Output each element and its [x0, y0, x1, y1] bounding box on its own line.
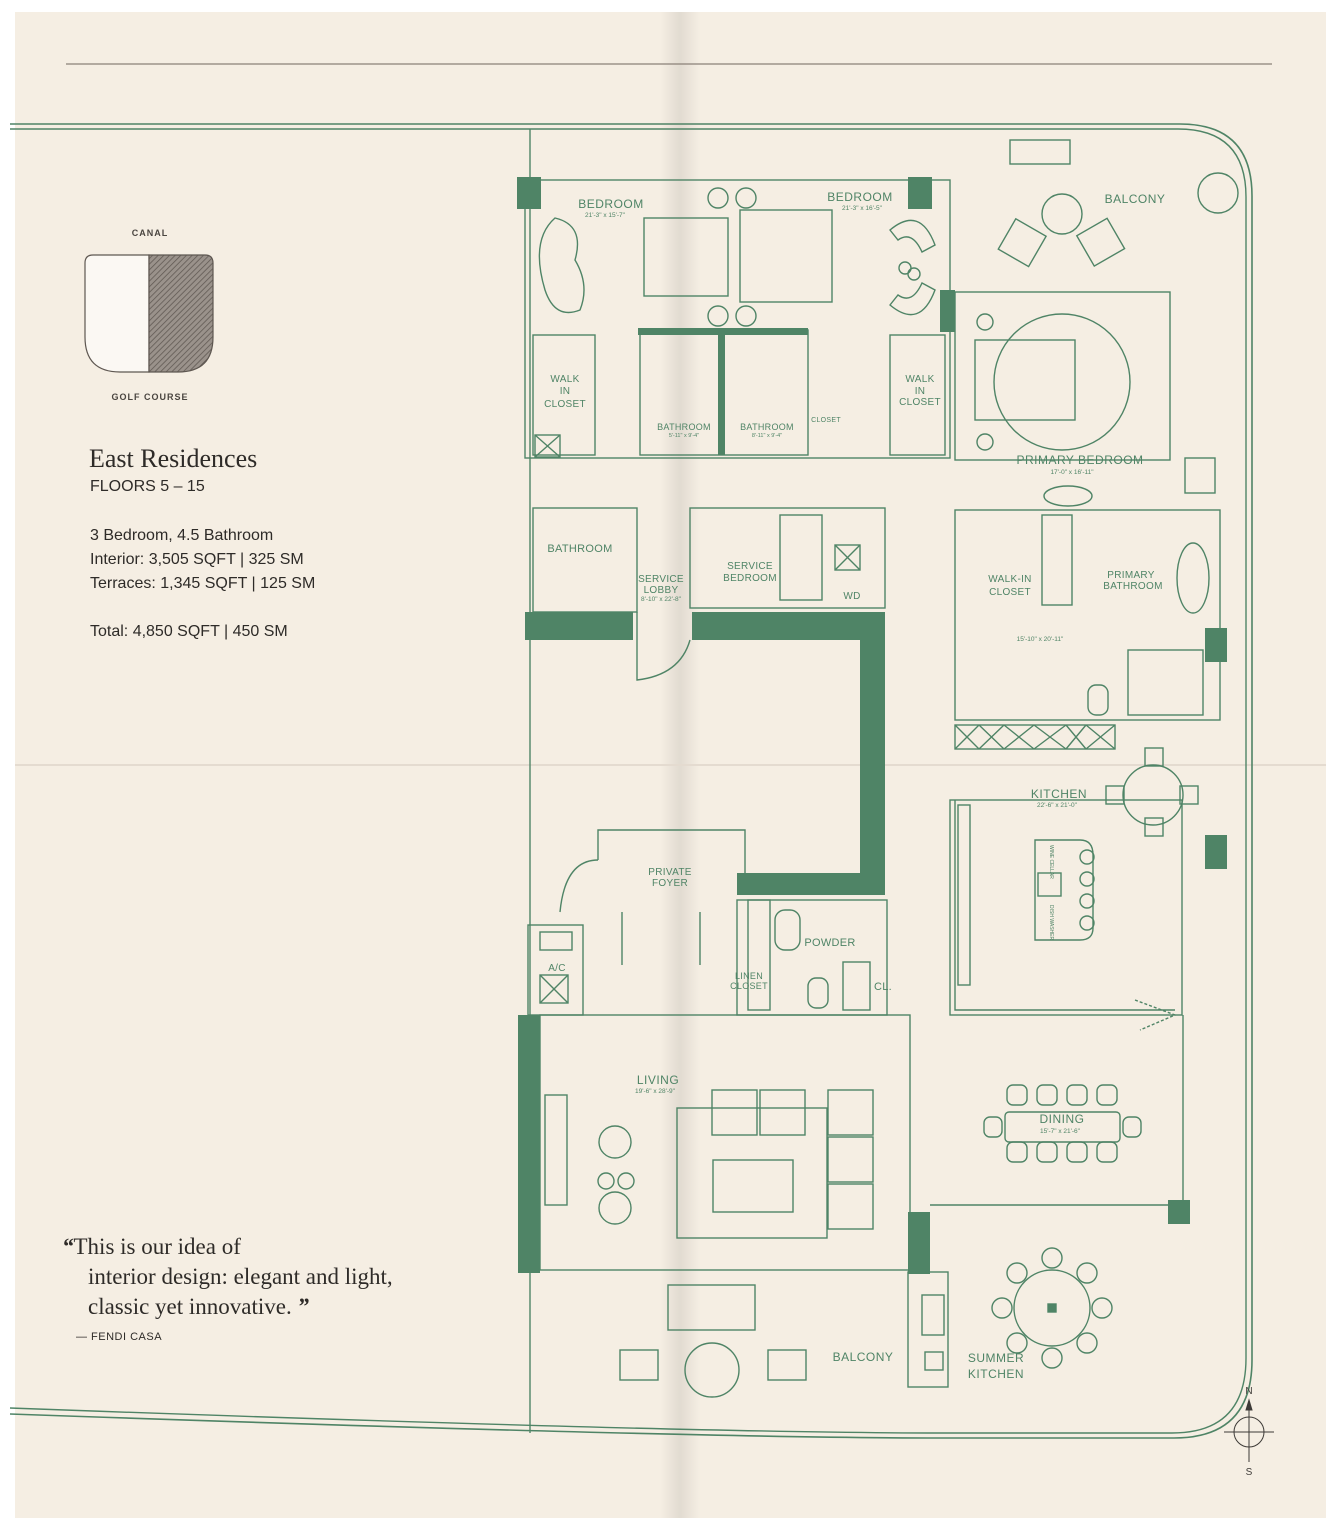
dining-label: DINING — [1040, 1112, 1085, 1126]
summer-kitchen-line1: SUMMER — [968, 1351, 1024, 1365]
wic-west-line2: IN — [560, 386, 571, 397]
compass-north: N — [1245, 1386, 1252, 1397]
quote-attribution: — FENDI CASA — [76, 1331, 163, 1343]
quote-open-mark: “ — [62, 1234, 74, 1259]
linen-closet-line1: LINEN — [735, 971, 763, 981]
structural-walls — [517, 177, 1227, 1274]
wic-east-line1: WALK — [905, 374, 934, 385]
quote-close-mark: ” — [297, 1294, 310, 1319]
service-lobby-dims: 8'-10" x 22'-8" — [641, 596, 682, 603]
dish-washer-label: DISH WASHER — [1048, 905, 1054, 940]
compass-south: S — [1246, 1467, 1253, 1478]
wic-primary-line1: WALK-IN — [988, 574, 1031, 585]
wic-west-line1: WALK — [550, 374, 579, 385]
ac-label: A/C — [548, 963, 566, 974]
primary-bathroom-line2: BATHROOM — [1103, 581, 1162, 592]
service-lobby-line2: LOBBY — [644, 585, 679, 596]
golf-course-label: GOLF COURSE — [111, 392, 189, 402]
total-area: Total: 4,850 SQFT | 450 SM — [90, 623, 288, 640]
interior-area: Interior: 3,505 SQFT | 325 SM — [90, 551, 304, 568]
compass-icon — [1224, 1398, 1274, 1462]
quote-line-3: classic yet innovative. — [88, 1294, 292, 1319]
quote-line-2: interior design: elegant and light, — [88, 1264, 393, 1289]
wic-primary-line2: CLOSET — [989, 587, 1031, 598]
bedroom-west-dims: 21'-3" x 15'-7" — [585, 212, 626, 219]
page-left-bottom — [15, 764, 671, 1518]
service-bedroom-line2: BEDROOM — [723, 573, 777, 584]
primary-bedroom-dims: 17'-0" x 16'-11" — [1050, 469, 1094, 476]
summer-kitchen-line2: KITCHEN — [968, 1367, 1024, 1381]
linen-closet-line2: CLOSET — [730, 981, 768, 991]
page-left-top — [15, 12, 671, 766]
quote: “This is our idea of interior design: el… — [62, 1232, 393, 1322]
service-lobby-line1: SERVICE — [638, 574, 684, 585]
bathroom-b-dims: 8'-11" x 9'-4" — [752, 433, 782, 439]
quote-line-1: This is our idea of — [73, 1234, 241, 1259]
living-label: LIVING — [637, 1073, 679, 1087]
bathroom-service-label: BATHROOM — [547, 543, 612, 555]
cl-label: CL. — [874, 981, 892, 993]
bathroom-a-dims: 5'-11" x 9'-4" — [669, 433, 699, 439]
kitchen-dims: 22'-6" x 21'-0" — [1037, 802, 1078, 809]
dining-dims: 15'-7" x 21'-6" — [1040, 1128, 1081, 1135]
closet-label: CLOSET — [811, 417, 841, 424]
kitchen-label: KITCHEN — [1031, 787, 1087, 801]
bedroom-east-dims: 21'-3" x 16'-5" — [842, 205, 883, 212]
wic-east-line2: IN — [915, 386, 926, 397]
wic-east-line3: CLOSET — [899, 397, 941, 408]
private-foyer-line2: FOYER — [652, 878, 688, 889]
building-outline — [9, 123, 1253, 1439]
balcony-north-label: BALCONY — [1105, 192, 1166, 206]
wd-label: WD — [843, 591, 860, 602]
orientation-key-icon — [84, 254, 214, 373]
service-bedroom-line1: SERVICE — [727, 561, 773, 572]
private-foyer-line1: PRIVATE — [648, 867, 691, 878]
wic-west-line3: CLOSET — [544, 399, 586, 410]
canal-label: CANAL — [131, 228, 169, 238]
residence-title: East Residences — [89, 444, 258, 473]
primary-bathroom-line1: PRIMARY — [1107, 570, 1155, 581]
bathroom-a-label: BATHROOM — [657, 422, 711, 432]
bedroom-west-label: BEDROOM — [578, 197, 644, 211]
wic-primary-dims: 15'-10" x 20'-11" — [1017, 636, 1064, 643]
terrace-area: Terraces: 1,345 SQFT | 125 SM — [90, 575, 316, 592]
room-count: 3 Bedroom, 4.5 Bathroom — [90, 527, 274, 544]
bathroom-b-label: BATHROOM — [740, 422, 794, 432]
balcony-south-label: BALCONY — [833, 1350, 894, 1364]
primary-bedroom-label: PRIMARY BEDROOM — [1016, 453, 1143, 467]
living-dims: 19'-6" x 28'-9" — [635, 1088, 676, 1095]
powder-label: POWDER — [804, 937, 855, 949]
floors: FLOORS 5 – 15 — [90, 478, 205, 495]
bedroom-east-label: BEDROOM — [827, 190, 893, 204]
wine-cellar-label: WINE CELLAR — [1048, 845, 1054, 879]
